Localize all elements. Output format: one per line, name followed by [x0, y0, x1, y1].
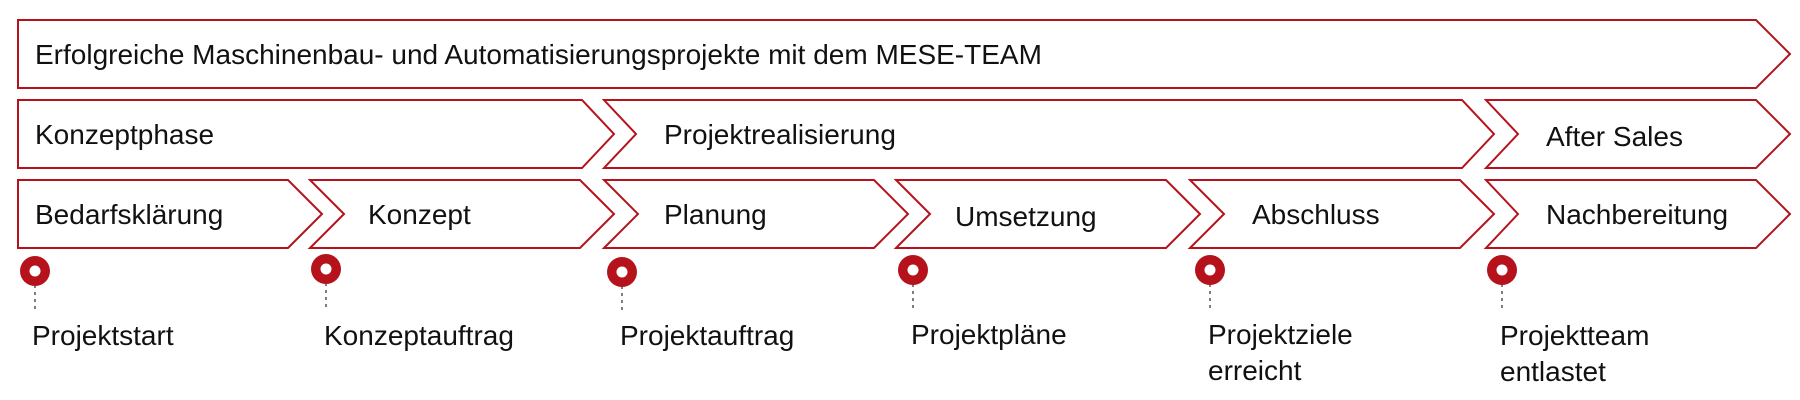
- milestone-label-line2: erreicht: [1208, 355, 1302, 386]
- step-label: Abschluss: [1252, 199, 1380, 230]
- step-chevron: [893, 179, 1202, 249]
- step-bedarfsklaerung: Bedarfsklärung: [17, 179, 324, 249]
- step-row: Bedarfsklärung Konzept Planung Umsetzung…: [17, 179, 1792, 249]
- phase-chevron: [601, 99, 1496, 169]
- phase-chevron: [17, 99, 616, 169]
- phase-label: After Sales: [1546, 121, 1683, 152]
- milestone-projektstart: Projektstart: [20, 256, 174, 351]
- step-abschluss: Abschluss: [1187, 179, 1496, 249]
- step-label: Planung: [664, 199, 767, 230]
- step-umsetzung: Umsetzung: [893, 179, 1202, 249]
- milestone-label: Konzeptauftrag: [324, 320, 514, 351]
- milestone-konzeptauftrag: Konzeptauftrag: [311, 254, 514, 351]
- step-chevron: [1187, 179, 1496, 249]
- header-label: Erfolgreiche Maschinenbau- und Automatis…: [35, 39, 1042, 70]
- milestone-marker-center: [1204, 264, 1216, 276]
- phase-label: Projektrealisierung: [664, 119, 896, 150]
- phase-konzeptphase: Konzeptphase: [17, 99, 616, 169]
- phase-chevron: [1483, 99, 1792, 169]
- step-konzept: Konzept: [307, 179, 616, 249]
- milestone-projektziele-erreicht: Projektziele erreicht: [1195, 255, 1353, 386]
- step-chevron: [17, 179, 324, 249]
- milestone-marker-center: [1496, 264, 1508, 276]
- milestone-projektauftrag: Projektauftrag: [607, 257, 794, 351]
- milestone-projektteam-entlastet: Projektteam entlastet: [1487, 255, 1649, 387]
- step-label: Nachbereitung: [1546, 199, 1728, 230]
- milestone-label: Projektauftrag: [620, 320, 794, 351]
- step-chevron: [1483, 179, 1792, 249]
- header-banner: Erfolgreiche Maschinenbau- und Automatis…: [17, 19, 1792, 89]
- milestone-marker-center: [29, 265, 41, 277]
- milestone-label: Projektteam: [1500, 320, 1649, 351]
- step-label: Umsetzung: [955, 201, 1097, 232]
- step-chevron: [601, 179, 910, 249]
- milestone-marker-center: [616, 266, 628, 278]
- step-nachbereitung: Nachbereitung: [1483, 179, 1792, 249]
- phase-label: Konzeptphase: [35, 119, 214, 150]
- milestone-label: Projektziele: [1208, 319, 1353, 350]
- step-planung: Planung: [601, 179, 910, 249]
- phase-row: Konzeptphase Projektrealisierung After S…: [17, 99, 1792, 169]
- phase-after-sales: After Sales: [1483, 99, 1792, 169]
- milestone-label-line2: entlastet: [1500, 356, 1606, 387]
- phase-projektrealisierung: Projektrealisierung: [601, 99, 1496, 169]
- milestone-marker-center: [320, 263, 332, 275]
- milestone-projektplaene: Projektpläne: [898, 255, 1067, 350]
- milestone-label: Projektpläne: [911, 319, 1067, 350]
- step-label: Konzept: [368, 199, 471, 230]
- step-chevron: [307, 179, 616, 249]
- milestone-row: Projektstart Konzeptauftrag Projektauftr…: [20, 254, 1649, 387]
- step-label: Bedarfsklärung: [35, 199, 223, 230]
- header-chevron: [17, 19, 1792, 89]
- milestone-marker-center: [907, 264, 919, 276]
- milestone-label: Projektstart: [32, 320, 174, 351]
